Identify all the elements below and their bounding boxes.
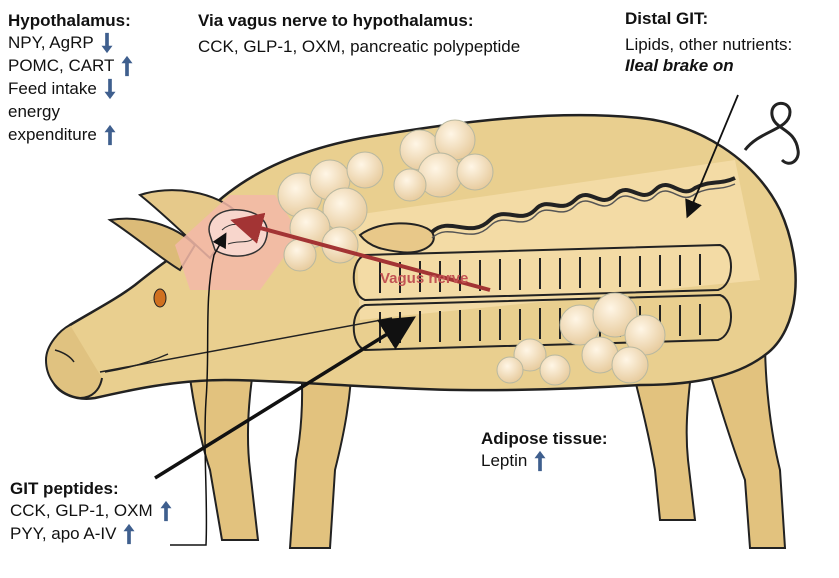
label-row: CCK, GLP-1, OXM [10, 499, 173, 522]
adipose-list: Leptin [481, 449, 608, 472]
label-text: POMC, CART [8, 55, 114, 76]
pig-tail [745, 103, 798, 163]
git-peptides-title: GIT peptides: [10, 478, 173, 499]
label-text: CCK, GLP-1, OXM [10, 500, 153, 521]
label-row: PYY, apo A-IV [10, 522, 173, 545]
label-text: expenditure [8, 124, 97, 145]
label-row: Leptin [481, 449, 608, 472]
arrow-up-icon [103, 124, 117, 146]
adipose-block: Adipose tissue: Leptin [481, 428, 608, 472]
distal-git-block: Distal GIT: Lipids, other nutrients: Ile… [625, 8, 792, 76]
hypothalamus-title: Hypothalamus: [8, 10, 134, 31]
vagus-pathway-block: Via vagus nerve to hypothalamus: CCK, GL… [198, 10, 520, 57]
arrow-up-icon [159, 500, 173, 522]
vagus-pathway-text: CCK, GLP-1, OXM, pancreatic polypeptide [198, 36, 520, 57]
label-row: expenditure [8, 123, 134, 146]
vagus-nerve-label: Vagus nerve [380, 270, 468, 287]
distal-git-line1: Lipids, other nutrients: [625, 34, 792, 55]
label-row: energy [8, 100, 134, 123]
label-text: Feed intake [8, 78, 97, 99]
vagus-pathway-title: Via vagus nerve to hypothalamus: [198, 10, 520, 31]
label-row: Feed intake [8, 77, 134, 100]
label-row: NPY, AgRP [8, 31, 134, 54]
arrow-up-icon [122, 523, 136, 545]
distal-git-line2: Ileal brake on [625, 55, 792, 76]
arrow-up-icon [533, 450, 547, 472]
pig-eye [154, 289, 166, 307]
label-text: Leptin [481, 450, 527, 471]
arrow-down-icon [103, 78, 117, 100]
label-row: POMC, CART [8, 54, 134, 77]
adipose-title: Adipose tissue: [481, 428, 608, 449]
label-text: PYY, apo A-IV [10, 523, 116, 544]
label-text: energy [8, 101, 60, 122]
arrow-up-icon [120, 55, 134, 77]
arrow-down-icon [100, 32, 114, 54]
distal-git-title: Distal GIT: [625, 8, 792, 29]
label-text: NPY, AgRP [8, 32, 94, 53]
